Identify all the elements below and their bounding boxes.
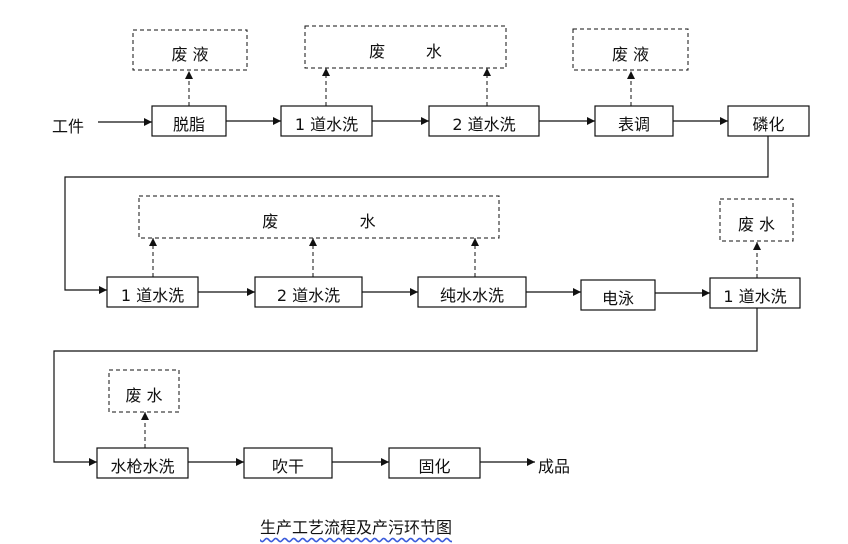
output-label: 成品 bbox=[538, 457, 571, 476]
step-label-electrophoresis: 电泳 bbox=[601, 289, 634, 308]
step-label-surface-conditioning: 表调 bbox=[617, 115, 650, 134]
box-post-ep-rinse bbox=[709, 277, 801, 309]
box-row1-rinse-2 bbox=[428, 105, 540, 137]
step-label-gun-rinse: 水枪水洗 bbox=[110, 457, 175, 476]
connector-row2-to-row3 bbox=[53, 308, 758, 466]
step-label-curing: 固化 bbox=[418, 457, 451, 476]
step-label-degrease: 脱脂 bbox=[172, 115, 205, 134]
waste-box-post-ep-rinse bbox=[719, 198, 794, 242]
box-blow-dry bbox=[243, 447, 333, 479]
box-row2-rinse-2 bbox=[254, 276, 363, 308]
box-row1-rinse-1 bbox=[280, 105, 373, 137]
box-electrophoresis bbox=[580, 279, 656, 311]
waste-label-post-ep-rinse: 废 水 bbox=[737, 215, 776, 234]
box-gun-rinse bbox=[96, 447, 189, 479]
step-label-post-ep-rinse: 1 道水洗 bbox=[723, 287, 787, 306]
waste-box-surface bbox=[572, 28, 689, 71]
waste-box-degrease bbox=[132, 29, 248, 71]
box-pure-water-rinse bbox=[417, 276, 527, 308]
step-label-row1-rinse-1: 1 道水洗 bbox=[294, 115, 359, 134]
waste-label-degrease: 废 液 bbox=[171, 45, 209, 64]
waste-label-gun-rinse: 废 水 bbox=[125, 386, 163, 405]
step-label-blow-dry: 吹干 bbox=[271, 457, 304, 476]
waste-box-row1-rinse bbox=[304, 25, 507, 69]
step-label-row1-rinse-2: 2 道水洗 bbox=[452, 115, 516, 134]
diagram-title: 生产工艺流程及产污环节图 bbox=[260, 518, 453, 537]
step-label-row2-rinse-1: 1 道水洗 bbox=[120, 286, 185, 305]
box-degrease bbox=[151, 105, 227, 137]
step-label-pure-water-rinse: 纯水水洗 bbox=[439, 286, 504, 305]
step-label-phosphating: 磷化 bbox=[752, 115, 785, 134]
waste-label-row1-rinse: 废 水 bbox=[369, 42, 442, 61]
connector-row1-to-row2 bbox=[64, 136, 769, 294]
box-curing bbox=[388, 447, 481, 479]
waste-box-row2-rinse bbox=[138, 195, 500, 239]
step-label-row2-rinse-2: 2 道水洗 bbox=[276, 286, 341, 305]
input-label: 工件 bbox=[52, 117, 85, 136]
waste-label-row2-rinse: 废 水 bbox=[262, 212, 376, 231]
waste-label-surface: 废 液 bbox=[611, 45, 650, 64]
